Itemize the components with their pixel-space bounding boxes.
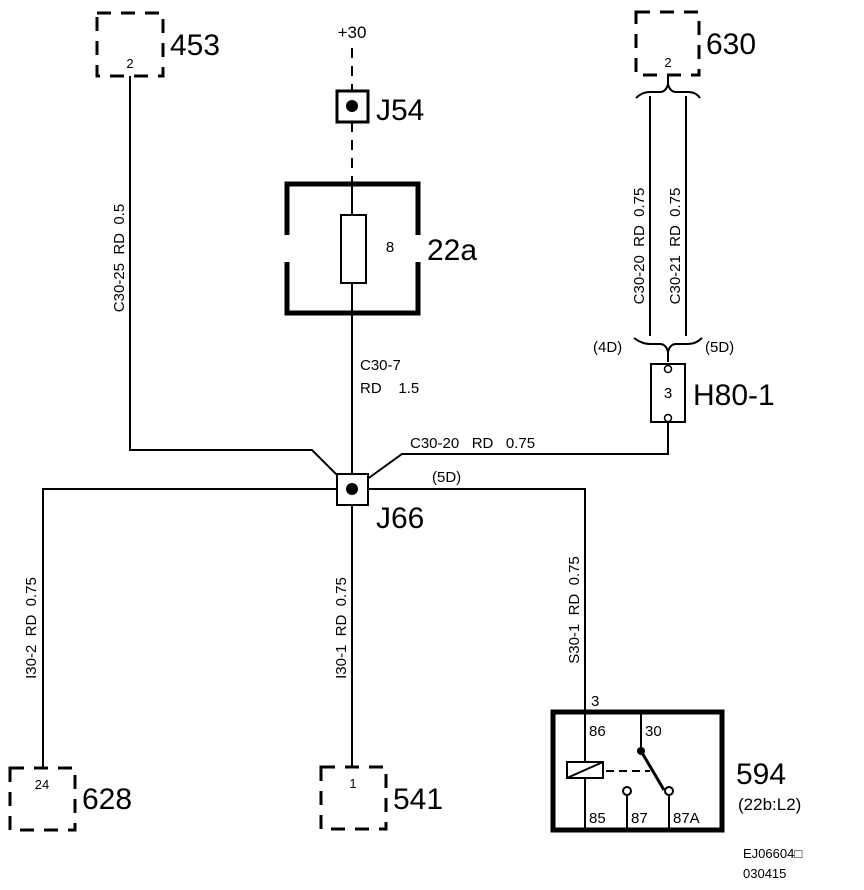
wire-j66-to-594 <box>368 488 586 712</box>
relay-switch-arm-icon <box>639 750 666 791</box>
wire-453-to-j66 <box>129 76 341 479</box>
connector-628-label: 628 <box>82 783 132 816</box>
connector-541-pin: 1 <box>349 776 356 791</box>
wire-630a-label: C30-20 RD 0.75 <box>631 188 648 305</box>
wire-594-label: S30-1 RD 0.75 <box>566 556 583 664</box>
relay-terminal-85: 85 <box>589 810 606 827</box>
wire-h80-sub-label: (5D) <box>432 469 461 486</box>
fuse-icon <box>340 214 367 284</box>
splice-630 <box>633 75 703 362</box>
component-h80-1: 3 H80-1 <box>650 363 775 423</box>
relay-terminal-87: 87 <box>631 810 648 827</box>
junction-j54-label: J54 <box>376 94 424 127</box>
fuse-box-22a: 8 22a <box>284 181 477 316</box>
wire-630b-label: C30-21 RD 0.75 <box>667 188 684 305</box>
fuse-box-label: 22a <box>427 234 477 267</box>
diagram-date: 030415 <box>743 866 786 881</box>
connector-453-label: 453 <box>170 29 220 62</box>
relay-terminal-30: 30 <box>645 723 662 740</box>
connector-628-pin: 24 <box>35 777 49 792</box>
relay-594: 3 86 30 85 87 87A 594 (22b:L2) <box>550 693 801 833</box>
wire-453-label: C30-25 RD 0.5 <box>111 204 128 312</box>
relay-terminal-87a: 87A <box>673 810 700 827</box>
junction-j66-label: J66 <box>376 502 424 535</box>
junction-j66: J66 <box>336 473 424 535</box>
connector-453: 2 453 <box>95 11 220 78</box>
connector-630-label: 630 <box>706 28 756 61</box>
splice-right-label: (5D) <box>705 339 734 356</box>
wire-h80-label: C30-20 RD 0.75 <box>410 435 535 452</box>
wire-fuse-label-1: C30-7 <box>360 357 401 374</box>
splice-left-label: (4D) <box>593 339 622 356</box>
wire-fuse-label-2: RD 1.5 <box>360 380 419 397</box>
wire-628-label: I30-2 RD 0.75 <box>23 577 40 679</box>
connector-630-pin: 2 <box>664 55 671 70</box>
connector-541-label: 541 <box>393 783 443 816</box>
connector-630: 2 630 <box>634 10 756 77</box>
wire-541-label: I30-1 RD 0.75 <box>333 577 350 679</box>
diagram-code: EJ06604□ <box>743 846 802 861</box>
relay-ref-label: (22b:L2) <box>738 795 801 814</box>
h80-pin: 3 <box>664 385 672 402</box>
relay-terminal-86: 86 <box>589 723 606 740</box>
wire-j66-to-628 <box>42 488 337 768</box>
connector-541: 1 541 <box>319 765 443 831</box>
connector-453-pin: 2 <box>126 56 133 71</box>
supply-label: +30 <box>338 23 367 42</box>
relay-label: 594 <box>736 758 786 791</box>
h80-label: H80-1 <box>693 379 775 412</box>
wire-h80-to-j66 <box>365 422 669 481</box>
fuse-number: 8 <box>386 239 394 256</box>
connector-628: 24 628 <box>8 766 132 832</box>
junction-j54: J54 <box>335 89 424 127</box>
relay-input-pin: 3 <box>591 693 599 710</box>
